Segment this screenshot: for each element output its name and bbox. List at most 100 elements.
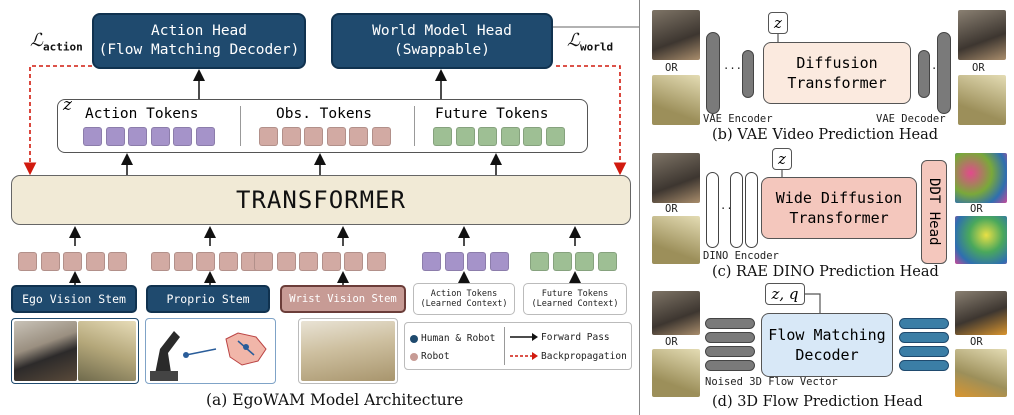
wrist-image	[301, 321, 395, 381]
future-context-token	[530, 252, 549, 271]
d-center-line1: Flow Matching	[768, 326, 886, 344]
action-head-box: Action Head (Flow Matching Decoder)	[92, 13, 306, 69]
b-decoder-bar-2	[937, 32, 951, 114]
wrist-input-token	[344, 252, 363, 271]
legend-forward: Forward Pass	[541, 332, 610, 343]
c-center-box: Wide Diffusion Transformer	[761, 177, 917, 239]
c-encoder-bar-2	[730, 172, 743, 248]
d-or-right: OR	[970, 336, 983, 348]
world-head-line2: (Swappable)	[393, 42, 491, 58]
action-tokens-context: Action Tokens (Learned Context)	[413, 283, 515, 315]
panel-separator	[639, 0, 640, 415]
joint-dot-1	[183, 352, 189, 358]
wrist-input-token	[321, 252, 341, 271]
c-encoder-label: DINO Encoder	[703, 250, 779, 262]
action-context-token	[489, 252, 509, 271]
token-divider-2	[414, 106, 415, 146]
transformer-block: TRANSFORMER	[11, 175, 631, 225]
proprio-input-token	[218, 252, 238, 271]
wrist-vision-stem-label: Wrist Vision Stem	[289, 293, 397, 305]
action-token	[150, 127, 170, 146]
backprop-arrow-world	[556, 65, 627, 176]
c-or-left: OR	[665, 203, 678, 215]
obs-token	[259, 127, 278, 146]
c-output-image-2	[955, 216, 1007, 264]
caption-a: (a) EgoWAM Model Architecture	[206, 391, 464, 409]
b-encoder-label: VAE Encoder	[703, 113, 773, 125]
c-or-right: OR	[970, 203, 983, 215]
legend-dot-robot	[410, 353, 418, 361]
b-encoder-bar-2	[742, 50, 754, 98]
b-output-image-2	[958, 75, 1006, 125]
future-token	[455, 127, 475, 146]
wrist-input-token	[299, 252, 318, 271]
d-center-line2: Decoder	[795, 346, 859, 364]
legend-dot-human-robot	[410, 335, 418, 343]
ego-input-token	[40, 252, 60, 271]
backprop-arrow-head	[532, 352, 538, 360]
proprio-input-token	[151, 252, 170, 271]
ego-image-frame	[11, 318, 139, 384]
flow-vector-bar	[899, 360, 949, 371]
b-center-box: Diffusion Transformer	[763, 42, 911, 104]
wrist-vision-stem: Wrist Vision Stem	[280, 285, 406, 313]
ego-input-token	[108, 252, 127, 271]
proprio-stem: Proprio Stem	[146, 285, 270, 313]
proprio-input-token	[173, 252, 193, 271]
proprio-diagram	[150, 331, 267, 381]
legend-backprop: Backpropagation	[541, 351, 627, 362]
d-zq-connector	[805, 293, 821, 313]
legend-human-robot: Human & Robot	[421, 333, 496, 344]
action-token	[105, 127, 125, 146]
left-arrows	[23, 26, 640, 300]
c-ddt-head-label: DDT Head	[926, 178, 942, 246]
loss-world-label: ℒworld	[567, 30, 613, 54]
action-context-line1: Action Tokens	[430, 289, 498, 299]
action-head-line2: (Flow Matching Decoder)	[98, 42, 300, 58]
d-or-left: OR	[665, 336, 678, 348]
future-token	[500, 127, 520, 146]
noise-vector-bar	[705, 332, 755, 343]
token-divider-1	[240, 106, 241, 146]
future-tokens-label: Future Tokens	[435, 106, 549, 122]
b-encoder-bar-1	[706, 32, 720, 114]
head-connector	[553, 26, 640, 300]
d-noise-label: Noised 3D Flow Vector	[705, 376, 838, 388]
d-zq-box: z, q	[765, 283, 805, 305]
future-token	[478, 127, 497, 146]
action-token	[128, 127, 147, 146]
obs-token	[349, 127, 368, 146]
action-token	[195, 127, 215, 146]
future-context-token	[552, 252, 572, 271]
future-token	[433, 127, 452, 146]
c-input-image-1	[652, 153, 700, 203]
future-context-line1: Future Tokens	[541, 289, 609, 299]
joint-dot-2	[243, 344, 249, 350]
caption-b: (b) VAE Video Prediction Head	[712, 127, 939, 143]
legend-divider	[504, 327, 505, 365]
wrist-input-token	[276, 252, 296, 271]
proprio-input-token	[196, 252, 215, 271]
ego-input-token	[85, 252, 105, 271]
b-or-left: OR	[665, 62, 678, 74]
c-center-line2: Transformer	[789, 209, 889, 227]
action-token	[173, 127, 192, 146]
action-head-line1: Action Head	[150, 23, 248, 39]
b-center-line1: Diffusion	[796, 54, 878, 72]
future-context-line2: (Learned Context)	[531, 299, 619, 309]
d-input-image-2	[652, 349, 700, 397]
wrist-input-token	[254, 252, 273, 271]
b-encoder-dots: ...	[723, 60, 742, 72]
obs-token	[371, 127, 391, 146]
c-ddt-head-box: DDT Head	[921, 160, 947, 264]
b-decoder-label: VAE Decoder	[876, 113, 946, 125]
action-context-token	[422, 252, 441, 271]
b-center-line2: Transformer	[787, 74, 887, 92]
backprop-arrow-action	[23, 65, 92, 176]
c-encoder-bar-1	[706, 172, 719, 248]
c-input-image-2	[652, 216, 700, 264]
transformer-label: TRANSFORMER	[236, 186, 406, 214]
ego-input-token	[63, 252, 82, 271]
flow-vector-bar	[899, 346, 949, 357]
